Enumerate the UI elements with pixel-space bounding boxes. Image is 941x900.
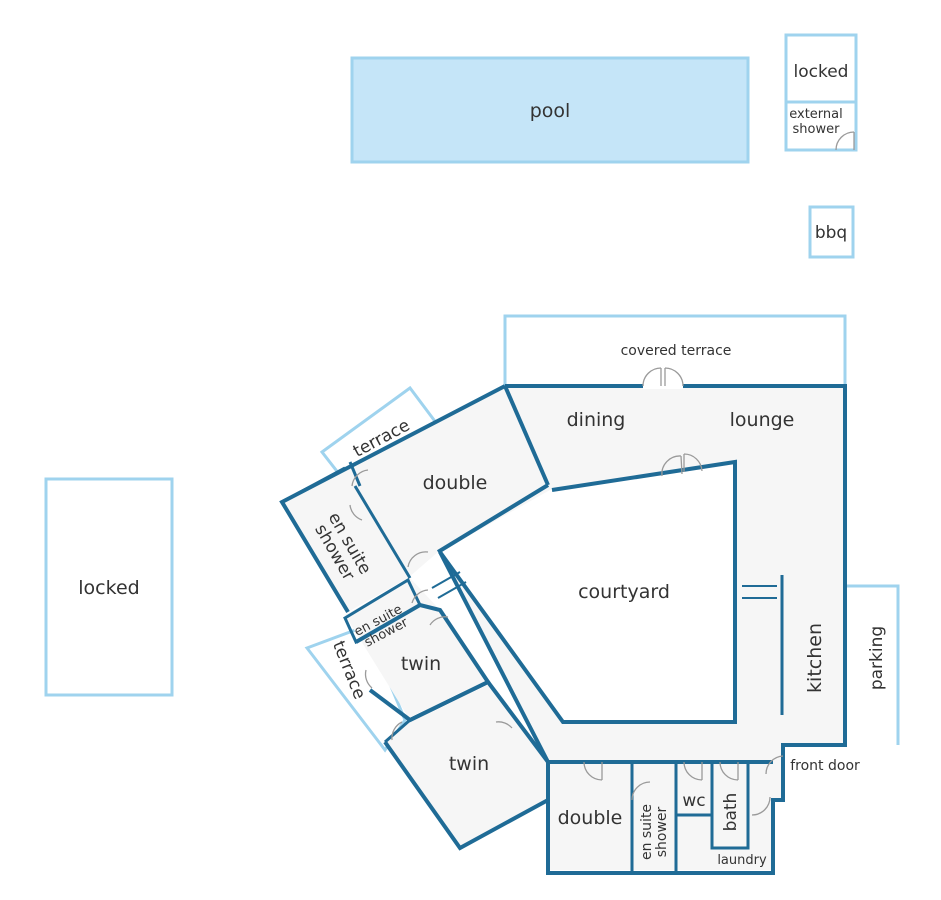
doors: [349, 367, 784, 816]
external-shower-label-2: shower: [793, 122, 841, 137]
lounge-label: lounge: [730, 409, 795, 431]
house-floor: [282, 386, 845, 870]
en-suite-bottom-label-1: en suite: [639, 804, 655, 860]
double-bottom-label: double: [558, 807, 623, 829]
external-shower-label-1: external: [789, 107, 843, 122]
locked-room-left: [44, 477, 174, 697]
twin-bottom-label: twin: [449, 753, 489, 775]
courtyard-label: courtyard: [578, 581, 670, 603]
terrace-left: [304, 624, 407, 753]
pool: [350, 56, 750, 164]
locked-left-label: locked: [78, 577, 139, 599]
locked-room-top: [784, 33, 858, 152]
front-door-label: front door: [790, 758, 860, 774]
bbq: [808, 205, 855, 259]
locked-top-label: locked: [794, 62, 849, 82]
covered-terrace-label: covered terrace: [621, 343, 732, 359]
laundry-label: laundry: [717, 853, 767, 868]
en-suite-bottom-label-2: shower: [654, 806, 670, 857]
pool-label: pool: [530, 100, 571, 122]
pool-house: [784, 33, 858, 152]
kitchen-label: kitchen: [804, 623, 826, 693]
double-top-label: double: [423, 472, 488, 494]
parking: [845, 584, 900, 745]
house-walls: [279, 384, 847, 875]
twin-top-label: twin: [401, 653, 441, 675]
dining-label: dining: [567, 409, 626, 431]
parking-label: parking: [867, 626, 887, 690]
bath-label: bath: [721, 793, 741, 832]
wc-label: wc: [682, 791, 705, 811]
bbq-label: bbq: [815, 223, 847, 243]
